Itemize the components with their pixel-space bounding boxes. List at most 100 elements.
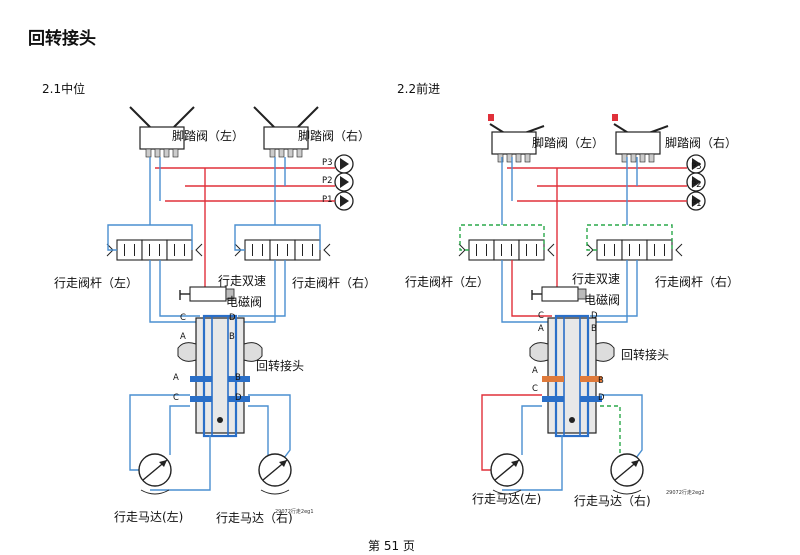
pedal-port — [497, 153, 504, 163]
swivel-band — [542, 396, 564, 402]
drain-line-bottom — [502, 435, 563, 491]
spool-cell — [493, 239, 520, 261]
solenoid-coil — [577, 288, 587, 300]
port-c2-label: C — [173, 393, 179, 403]
pedal-valve-right-label: 脚踏阀（右） — [298, 129, 371, 143]
spring — [675, 243, 683, 257]
valve-to-swivel-line — [238, 260, 286, 317]
port-d-label: D — [229, 313, 236, 323]
motor-line-right — [600, 405, 621, 455]
port-d-label: D — [591, 311, 598, 321]
travel-motor-left-label: 行走马达(左) — [472, 492, 542, 506]
drain-line — [586, 224, 673, 251]
swivel-joint — [177, 314, 263, 438]
pedal-port — [145, 148, 152, 158]
section-title: 2.1中位 — [42, 82, 86, 96]
pump-arrow — [692, 158, 701, 170]
port-c-label: C — [180, 313, 186, 323]
valve-to-swivel-line — [594, 260, 628, 323]
swivel-band — [228, 376, 250, 382]
travel-valve-right-label: 行走阀杆（右） — [655, 275, 740, 289]
travel-spool-right — [586, 239, 683, 261]
pedal-valve-right-label: 脚踏阀（右） — [665, 136, 738, 150]
spring — [323, 243, 331, 257]
port-a-label: A — [538, 324, 544, 334]
motor-line-left — [521, 405, 542, 455]
pedal-port — [154, 148, 161, 158]
pedal-port — [172, 148, 179, 158]
two-speed-label-1: 行走双速 — [218, 274, 267, 288]
figure-code: 29072行走2eg2 — [666, 490, 705, 496]
rotation-arc — [492, 489, 522, 495]
pump-arrow — [692, 195, 701, 207]
drain-line — [234, 224, 321, 251]
panel-forward-diagram — [458, 114, 706, 495]
drain-line — [459, 224, 545, 251]
port-c-label: C — [538, 311, 544, 321]
pedal-port — [287, 148, 294, 158]
pedal-lever — [297, 106, 319, 128]
pedal-port — [163, 148, 170, 158]
swivel-joint-label: 回转接头 — [621, 348, 670, 362]
travel-motor-left — [490, 453, 524, 495]
swivel-pivot — [569, 417, 575, 423]
section-title: 2.2前进 — [397, 82, 441, 96]
port-a-label: A — [180, 332, 186, 342]
swivel-band — [542, 376, 564, 382]
swivel-joint-label: 回转接头 — [256, 359, 305, 373]
pump-p1 — [686, 191, 706, 211]
pump-p2 — [686, 172, 706, 192]
travel-valve-left-label: 行走阀杆（左） — [54, 276, 139, 290]
valve-to-swivel-line — [511, 260, 552, 317]
swivel-band — [190, 376, 212, 382]
pump-arrow — [340, 158, 349, 170]
swivel-lug — [243, 342, 263, 362]
swivel-lug — [177, 342, 197, 362]
motor-line-left — [169, 405, 190, 455]
valve-to-swivel-line — [242, 260, 276, 323]
spool-cell — [596, 239, 623, 261]
pedal-valve-body — [491, 131, 537, 155]
page-title: 回转接头 — [28, 29, 96, 49]
motor-arrowhead — [511, 460, 519, 467]
spool-cell — [269, 239, 296, 261]
port-b-label: B — [591, 324, 597, 334]
figure-code: 29072行走2eg1 — [275, 509, 314, 515]
pump-arrow — [340, 195, 349, 207]
port-b-label: B — [229, 332, 235, 342]
spool-cell — [646, 239, 673, 261]
motor-arrowhead — [279, 460, 287, 467]
pedal-port — [506, 153, 513, 163]
pressed-indicator — [488, 114, 494, 121]
spool-cell — [518, 239, 545, 261]
travel-spool-right — [234, 239, 331, 261]
swivel-band — [228, 396, 250, 402]
pedal-valve-body — [615, 131, 661, 155]
pedal-valve-left-label: 脚踏阀（左） — [532, 136, 605, 150]
pedal-valve-right — [612, 114, 669, 163]
spring — [547, 243, 555, 257]
travel-valve-left-label: 行走阀杆（左） — [405, 275, 490, 289]
valve-to-swivel-line — [149, 260, 196, 323]
pressed-indicator — [612, 114, 618, 121]
pump-arrow — [340, 176, 349, 188]
swivel-pivot — [217, 417, 223, 423]
pedal-valve-right — [253, 106, 319, 158]
valve-to-swivel-line — [590, 260, 638, 317]
spool-cell — [244, 239, 271, 261]
travel-motor-left-label: 行走马达(左) — [114, 510, 184, 524]
pedal-port — [639, 153, 646, 163]
solenoid-coil — [225, 288, 235, 300]
pedal-valve-left — [129, 106, 195, 158]
travel-spool-left — [458, 239, 555, 261]
travel-spool-left — [106, 239, 203, 261]
spring — [195, 243, 203, 257]
port-b2-label: B — [235, 373, 241, 383]
pump-p3 — [334, 154, 354, 174]
port-d2-label: D — [235, 393, 242, 403]
pedal-lever — [129, 106, 151, 128]
spool-cell — [621, 239, 648, 261]
travel-motor-left — [138, 453, 172, 495]
two-speed-label-2: 电磁阀 — [226, 295, 263, 309]
pump-p2-label: P2 — [691, 180, 702, 190]
